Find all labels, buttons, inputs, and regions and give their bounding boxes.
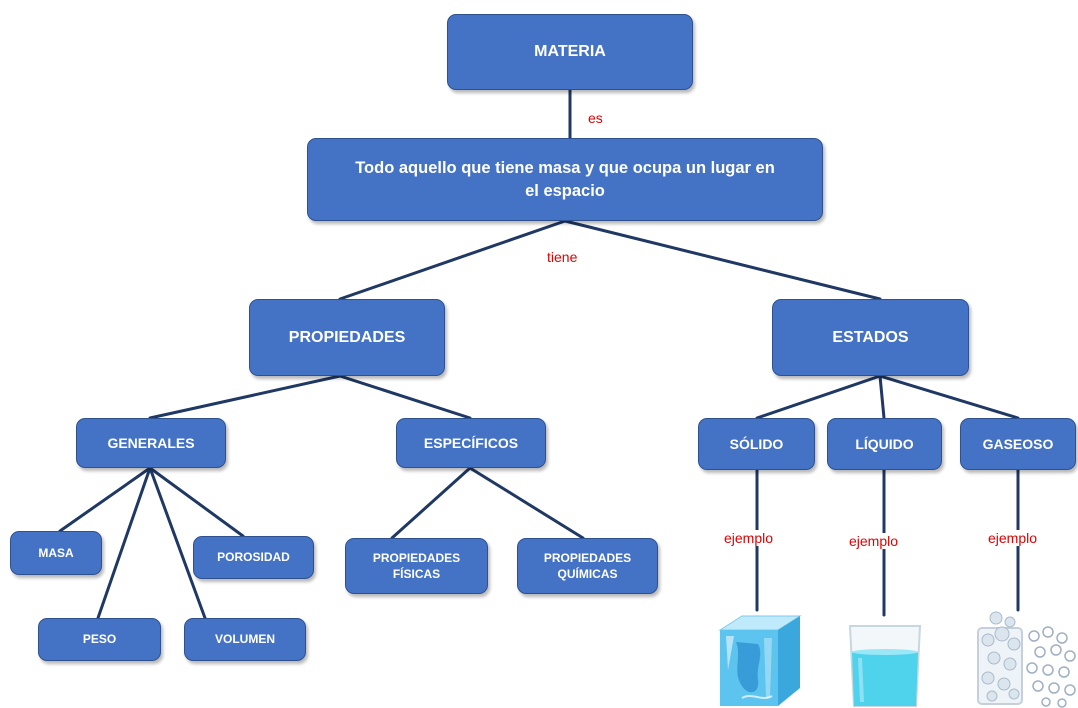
link-label-ejemplo-solido: ejemplo <box>723 530 775 546</box>
line-especificos-fisicas <box>390 466 472 540</box>
line-definition-propiedades <box>338 219 567 301</box>
node-generales: GENERALES <box>76 418 226 468</box>
node-propiedades: PROPIEDADES <box>249 299 445 376</box>
node-gaseoso: GASEOSO <box>960 418 1076 470</box>
link-label-tiene: tiene <box>547 249 578 265</box>
ice-cube-icon <box>718 615 802 706</box>
line-especificos-quimicas <box>468 466 585 540</box>
link-label-es: es <box>588 110 603 126</box>
line-definition-estados <box>563 219 882 301</box>
node-definition: Todo aquello que tiene masa y que ocupa … <box>307 138 823 221</box>
line-estados-liquido <box>878 374 886 420</box>
node-masa: MASA <box>10 531 102 575</box>
line-estados-solido <box>755 374 882 420</box>
line-propiedades-generales <box>148 374 342 420</box>
node-estados: ESTADOS <box>772 299 969 376</box>
link-label-ejemplo-liquido: ejemplo <box>848 533 900 549</box>
node-especificos: ESPECÍFICOS <box>396 418 546 468</box>
node-porosidad: POROSIDAD <box>193 536 314 579</box>
node-materia: MATERIA <box>447 14 693 90</box>
line-propiedades-especificos <box>338 374 472 420</box>
line-generales-peso <box>96 466 152 620</box>
node-volumen: VOLUMEN <box>184 618 306 661</box>
link-label-ejemplo-gaseoso: ejemplo <box>987 530 1039 546</box>
line-generales-porosidad <box>148 466 245 538</box>
node-peso: PESO <box>38 618 161 661</box>
line-estados-gaseoso <box>878 374 1020 420</box>
water-glass-icon <box>848 625 922 707</box>
line-generales-volumen <box>148 466 207 620</box>
node-propiedades-quimicas: PROPIEDADES QUÍMICAS <box>517 538 658 594</box>
node-propiedades-fisicas: PROPIEDADES FÍSICAS <box>345 538 488 594</box>
line-generales-masa <box>58 466 152 533</box>
node-solido: SÓLIDO <box>698 418 815 470</box>
node-liquido: LÍQUIDO <box>827 418 942 470</box>
gas-particles-icon <box>977 611 1076 708</box>
